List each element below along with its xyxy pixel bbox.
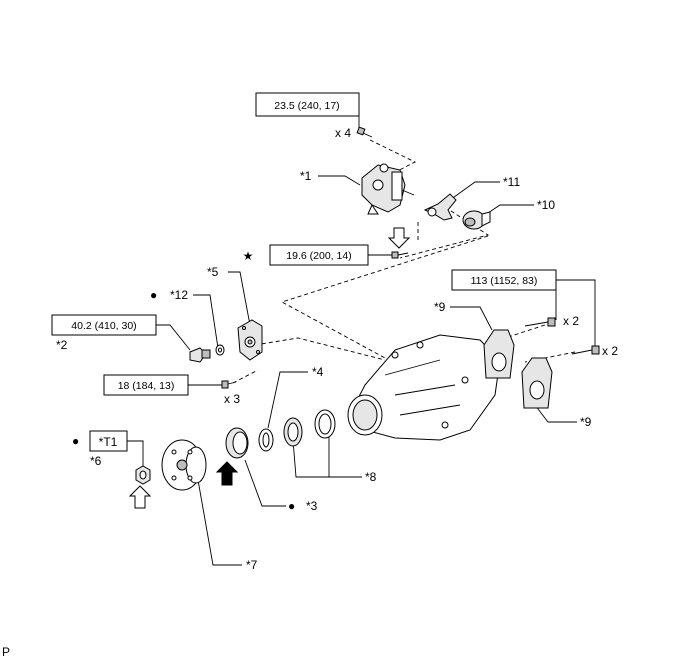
callout-12: *12 (170, 288, 188, 302)
hollow-arrow-down-icon (387, 227, 411, 249)
oil-seal-part-3 (225, 427, 249, 459)
svg-text:40.2 (410, 30): 40.2 (410, 30) (71, 320, 136, 332)
bolt-113-b (571, 345, 600, 355)
svg-text:18 (184, 13): 18 (184, 13) (118, 380, 175, 392)
callout-1: *1 (300, 169, 312, 183)
qty-x2-a: x 2 (563, 314, 579, 328)
leader-lines (127, 105, 596, 566)
callout-11: *11 (503, 175, 520, 189)
dot-icon-12: ● (150, 288, 157, 302)
callout-8: *8 (365, 470, 377, 484)
tool-box-t1: *T1 (89, 430, 128, 452)
torque-spec-4: 40.2 (410, 30) (51, 314, 157, 336)
bearing-part-8 (283, 409, 336, 447)
bolt-actuator (356, 126, 373, 138)
differential-carrier-housing (347, 334, 501, 441)
sensor-part-2 (189, 347, 211, 363)
torque-spec-5: 18 (184, 13) (103, 374, 189, 396)
dot-icon-t1: ● (72, 434, 79, 448)
torque-spec-3: 113 (1152, 83) (451, 269, 557, 291)
callout-3: *3 (306, 499, 318, 513)
callout-10: *10 (537, 198, 555, 212)
actuator-part-1 (361, 163, 415, 215)
svg-text:19.6 (200, 14): 19.6 (200, 14) (286, 250, 351, 262)
callout-9-lower: *9 (580, 415, 592, 429)
torque-spec-1: 23.5 (240, 17) (255, 92, 360, 117)
bearing-cap-9-lower (521, 357, 553, 409)
cover-part-5 (237, 319, 263, 361)
callout-5: *5 (207, 265, 219, 279)
callout-4: *4 (312, 365, 324, 379)
svg-text:23.5 (240, 17): 23.5 (240, 17) (274, 100, 339, 112)
labels: x 4 *1 *11 *10 *5 ● *12 *9 x 2 x 2 *2 *4… (2, 126, 618, 658)
solid-arrow-up-icon (215, 461, 239, 486)
footer-code: P (2, 645, 10, 658)
nut-part-6 (135, 465, 151, 485)
star-icon: ★ (243, 249, 254, 263)
svg-text:113 (1152, 83): 113 (1152, 83) (471, 275, 538, 287)
callout-7: *7 (246, 558, 258, 572)
bearing-cap-9-upper (483, 329, 515, 379)
dot-icon-3: ● (288, 499, 295, 513)
switch-part-10 (462, 210, 491, 230)
shift-fork-part-11 (423, 193, 457, 221)
gasket-part-12 (215, 344, 225, 356)
callout-6: *6 (90, 454, 102, 468)
flange-part-7 (161, 439, 207, 491)
svg-text:*T1: *T1 (99, 435, 118, 449)
callout-9-upper: *9 (434, 300, 446, 314)
callout-2: *2 (56, 338, 68, 352)
hollow-arrow-up-icon (128, 485, 152, 509)
qty-x3: x 3 (224, 392, 240, 406)
bolt-18 (221, 380, 237, 389)
qty-x2-b: x 2 (602, 344, 618, 358)
bolt-19-6 (391, 251, 409, 259)
qty-x4: x 4 (335, 126, 351, 140)
bolt-113-a (524, 317, 556, 327)
torque-spec-2: 19.6 (200, 14) (269, 244, 369, 266)
ring-part-4 (258, 428, 274, 452)
